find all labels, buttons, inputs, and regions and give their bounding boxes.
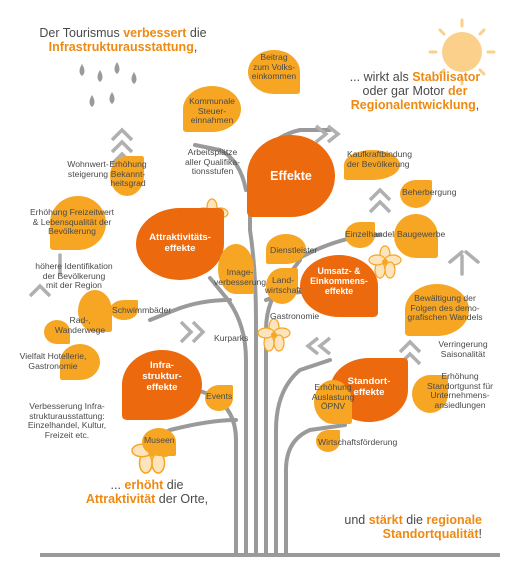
leaf-hotellerie	[60, 344, 100, 380]
label-schwimmbaeder: Schwimmbäder	[112, 305, 172, 315]
label-wohnwert: Wohnwert-steigerung	[67, 159, 109, 179]
sun-icon	[428, 18, 496, 86]
hub-standort-label: Standort-effekte	[347, 376, 391, 399]
label-kurparks: Kurparks	[214, 333, 249, 343]
label-baugewerbe: Baugewerbe	[397, 229, 446, 239]
hub-infrastruktur-label: Infra-struktur-effekte	[142, 360, 182, 394]
label-dienstleister: Dienstleister	[270, 245, 318, 255]
label-freizeitwert: Erhöhung Freizeitwert& Lebensqualität de…	[29, 207, 115, 237]
statement-top-left: Der Tourismus verbessert die Infrastrukt…	[39, 26, 207, 54]
label-events: Events	[206, 391, 233, 401]
label-einzelhandel: Einzelhandel	[345, 229, 395, 239]
leaf-dienstleister	[266, 234, 306, 264]
leaf-schwimmbaeder	[110, 300, 138, 320]
leaf-freizeitwert	[50, 196, 106, 250]
trunk	[148, 128, 382, 557]
leaf-beitrag	[248, 50, 300, 94]
leaf-bewaeltigung	[405, 284, 469, 336]
hub-attraktivitaet-label: Attraktivitäts-effekte	[149, 232, 211, 255]
hub-effekte-label: Effekte	[270, 169, 312, 183]
leaf-baugewerbe	[394, 214, 438, 258]
leaf-rad	[78, 290, 112, 332]
leaf-oepnv	[314, 380, 352, 424]
hub-infrastruktur	[122, 350, 202, 420]
leaf-rad-2	[44, 320, 70, 344]
leaf-standortgunst	[412, 375, 448, 413]
hub-umsatz	[300, 255, 378, 317]
label-wirtschaft: Wirtschaftsförderung	[318, 437, 398, 447]
leaf-kaufkraft	[344, 150, 400, 180]
leaf-kommunale	[183, 86, 241, 132]
leaf-bekanntheit	[110, 156, 144, 196]
label-museen: Museen	[144, 435, 175, 445]
hub-attraktivitaet	[136, 208, 224, 280]
leaf-image	[218, 244, 254, 294]
label-rad: Rad-,Wanderwege	[54, 315, 106, 335]
leaf-wirtschaft	[316, 430, 340, 452]
label-hotellerie: Vielfalt Hotellerie,Gastronomie	[19, 351, 87, 371]
hub-umsatz-label: Umsatz- &Einkommens-effekte	[310, 266, 368, 297]
leaf-einzelhandel	[345, 222, 375, 248]
statement-top-right: ... wirkt als Stabilisator oder gar Moto…	[349, 70, 481, 112]
label-verbesserung: Verbesserung Infra-strukturausstattung:E…	[27, 401, 107, 440]
statement-bottom-right: und stärkt die regionale Standortqualitä…	[344, 513, 482, 541]
label-landwirtschaft: Land-wirtschaft	[264, 275, 302, 295]
leaf-events	[205, 385, 233, 411]
statement-bottom-left: ... erhöht die Attraktivität der Orte,	[85, 478, 209, 506]
leaf-landwirtschaft	[266, 268, 298, 304]
label-image: Image-verbesserung	[214, 267, 267, 287]
label-gastronomie: Gastronomie	[270, 311, 320, 321]
label-beherbergung: Beherbergung	[402, 187, 457, 197]
rain-drops-icon	[79, 62, 137, 107]
leaf-museen	[142, 428, 176, 456]
hub-effekte	[247, 135, 335, 217]
leaf-beherbergung	[400, 180, 432, 208]
